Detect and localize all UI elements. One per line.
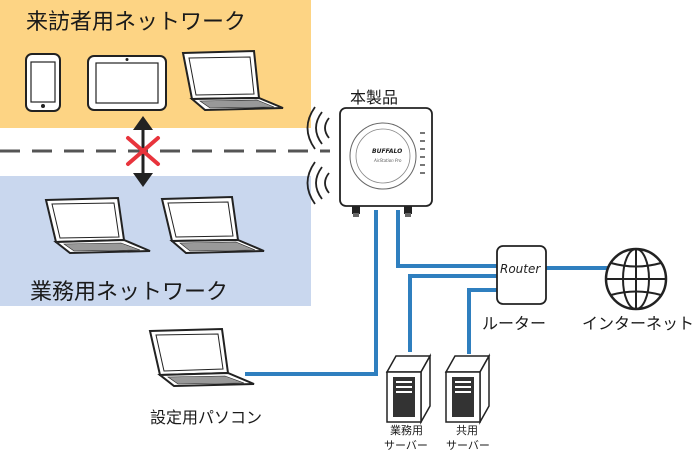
guest-network-title: 来訪者用ネットワーク <box>26 10 246 35</box>
device-label: 本製品 <box>350 88 398 107</box>
globe-icon <box>604 247 668 311</box>
laptop-icon <box>160 195 265 255</box>
tablet-icon <box>87 55 167 111</box>
laptop-icon <box>181 49 284 112</box>
cable-device-router <box>396 210 497 268</box>
shared-server-icon <box>444 353 491 425</box>
setup-pc-label: 設定用パソコン <box>150 408 262 427</box>
access-point-device <box>339 107 433 217</box>
device-brand: BUFFALO <box>372 148 402 155</box>
business-server-icon <box>385 353 432 425</box>
smartphone-icon <box>25 53 61 112</box>
device-subtext: AirStation Pro <box>373 158 402 163</box>
router-icon <box>496 245 547 305</box>
internet-label: インターネット <box>582 314 694 333</box>
router-label: ルーター <box>482 314 546 333</box>
business-server-label-line1: 業務用 <box>390 423 423 437</box>
business-server-label-line2: サーバー <box>384 439 428 452</box>
cable-setup-pc <box>245 210 378 376</box>
shared-server-label-line1: 共用 <box>456 424 478 437</box>
business-network-title: 業務用ネットワーク <box>30 280 228 305</box>
business-network-zone <box>0 176 311 306</box>
network-cables <box>245 210 610 376</box>
shared-server-label-line2: サーバー <box>446 439 490 452</box>
laptop-icon <box>44 196 151 255</box>
wifi-waves-icon <box>306 106 330 205</box>
cable-business-server <box>408 274 497 352</box>
router-text: Router <box>500 262 541 276</box>
blocked-connection-icon <box>126 116 160 187</box>
laptop-icon <box>148 327 255 388</box>
